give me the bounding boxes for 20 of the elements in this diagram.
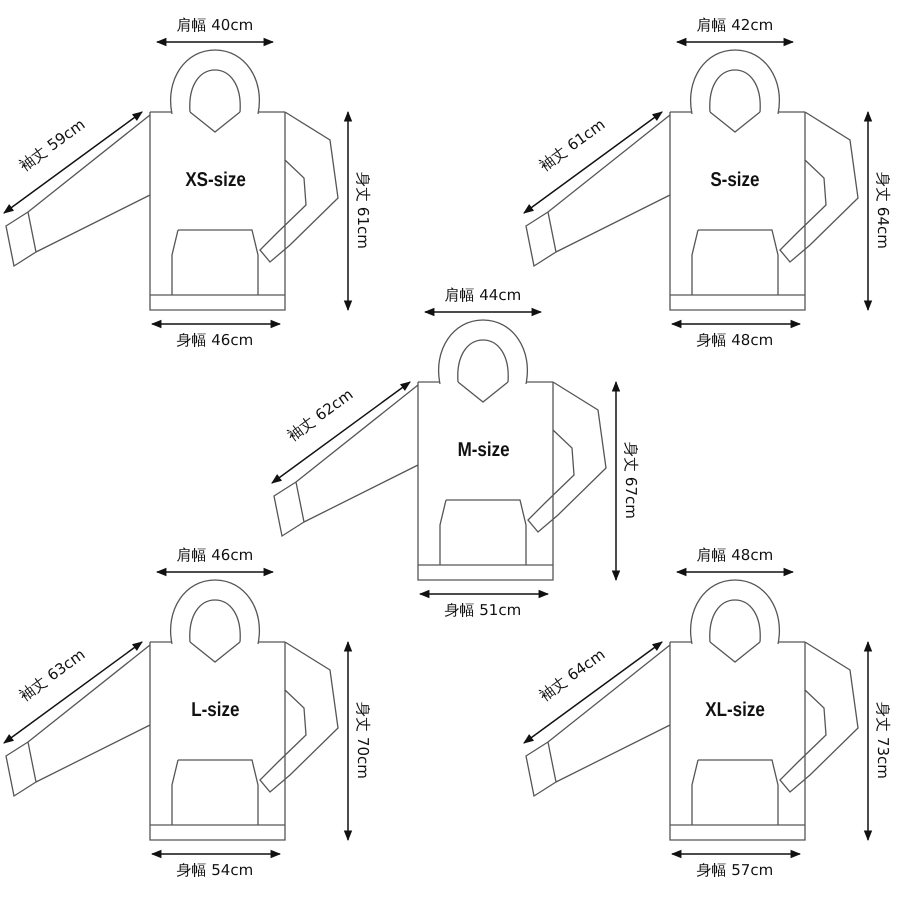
measurement-label: 身丈 67cm	[622, 442, 638, 518]
measurement-label: 身幅 54cm	[176, 862, 254, 878]
size-label: L-size	[190, 700, 239, 720]
measurement-label: 身丈 61cm	[354, 172, 370, 248]
measurement-label: 肩幅 42cm	[696, 18, 774, 32]
measurement-label: 身丈 64cm	[874, 172, 890, 248]
measurement-label: 身幅 48cm	[696, 332, 774, 348]
size-label: S-size	[710, 170, 760, 190]
measurement-label: 肩幅 46cm	[176, 548, 254, 562]
measurement-label: 身幅 46cm	[176, 332, 254, 348]
measurement-label: 肩幅 48cm	[696, 548, 774, 562]
size-label: XL-size	[705, 700, 765, 720]
size-label: XS-size	[184, 170, 246, 190]
size-label: M-size	[457, 440, 510, 460]
measurement-label: 身幅 51cm	[444, 602, 522, 618]
measurement-label: 身幅 57cm	[696, 862, 774, 878]
measurement-label: 身丈 73cm	[874, 702, 890, 778]
measurement-label: 肩幅 44cm	[444, 288, 522, 302]
measurement-label: 肩幅 40cm	[176, 18, 254, 32]
measurement-label: 身丈 70cm	[354, 702, 370, 778]
